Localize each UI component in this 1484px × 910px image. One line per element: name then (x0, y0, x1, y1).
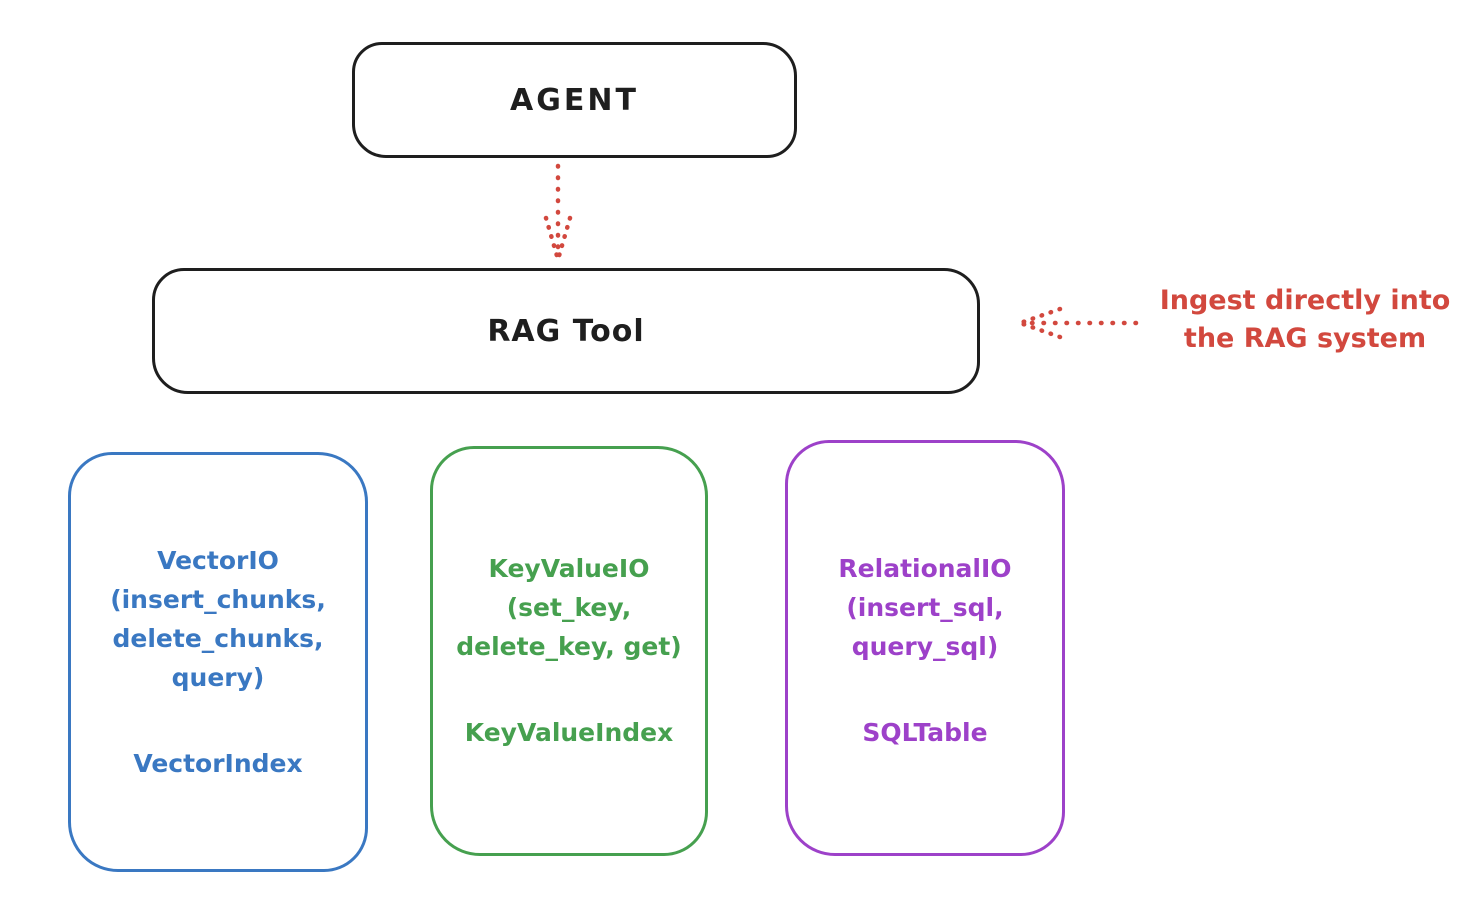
vectorio-line: query) (171, 663, 265, 692)
keyvalueio-methods: KeyValueIO (set_key, delete_key, get) (456, 549, 681, 666)
rag-tool-node: RAG Tool (152, 268, 980, 394)
ingest-annotation-line1: Ingest directly into (1159, 285, 1451, 316)
relationalio-line: RelationalIO (838, 554, 1012, 583)
vectorio-line: VectorIO (157, 546, 279, 575)
keyvalueio-node: KeyValueIO (set_key, delete_key, get) Ke… (430, 446, 708, 856)
keyvalueio-line: KeyValueIO (488, 554, 650, 583)
relationalio-line: (insert_sql, (846, 593, 1004, 622)
relationalio-node: RelationalIO (insert_sql, query_sql) SQL… (785, 440, 1065, 856)
agent-node: AGENT (352, 42, 797, 158)
relationalio-methods: RelationalIO (insert_sql, query_sql) (838, 549, 1011, 666)
vectorio-line: (insert_chunks, (110, 585, 326, 614)
vectorio-node: VectorIO (insert_chunks, delete_chunks, … (68, 452, 368, 872)
keyvalueio-line: (set_key, (506, 593, 632, 622)
relationalio-index-label: SQLTable (862, 718, 988, 747)
ingest-annotation-line2: the RAG system (1183, 323, 1427, 354)
vectorio-line: delete_chunks, (112, 624, 324, 653)
vectorio-methods: VectorIO (insert_chunks, delete_chunks, … (110, 541, 326, 697)
dotted-arrow-left-icon (1020, 306, 1139, 340)
keyvalueio-index-label: KeyValueIndex (464, 718, 674, 747)
relationalio-line: query_sql) (851, 632, 999, 661)
agent-label: AGENT (510, 82, 639, 118)
keyvalueio-line: delete_key, get) (456, 632, 682, 661)
vectorio-index-label: VectorIndex (133, 749, 303, 778)
ingest-annotation: Ingest directly into the RAG system (1138, 282, 1472, 358)
dotted-arrow-down-icon (543, 163, 573, 259)
rag-tool-label: RAG Tool (487, 313, 645, 349)
